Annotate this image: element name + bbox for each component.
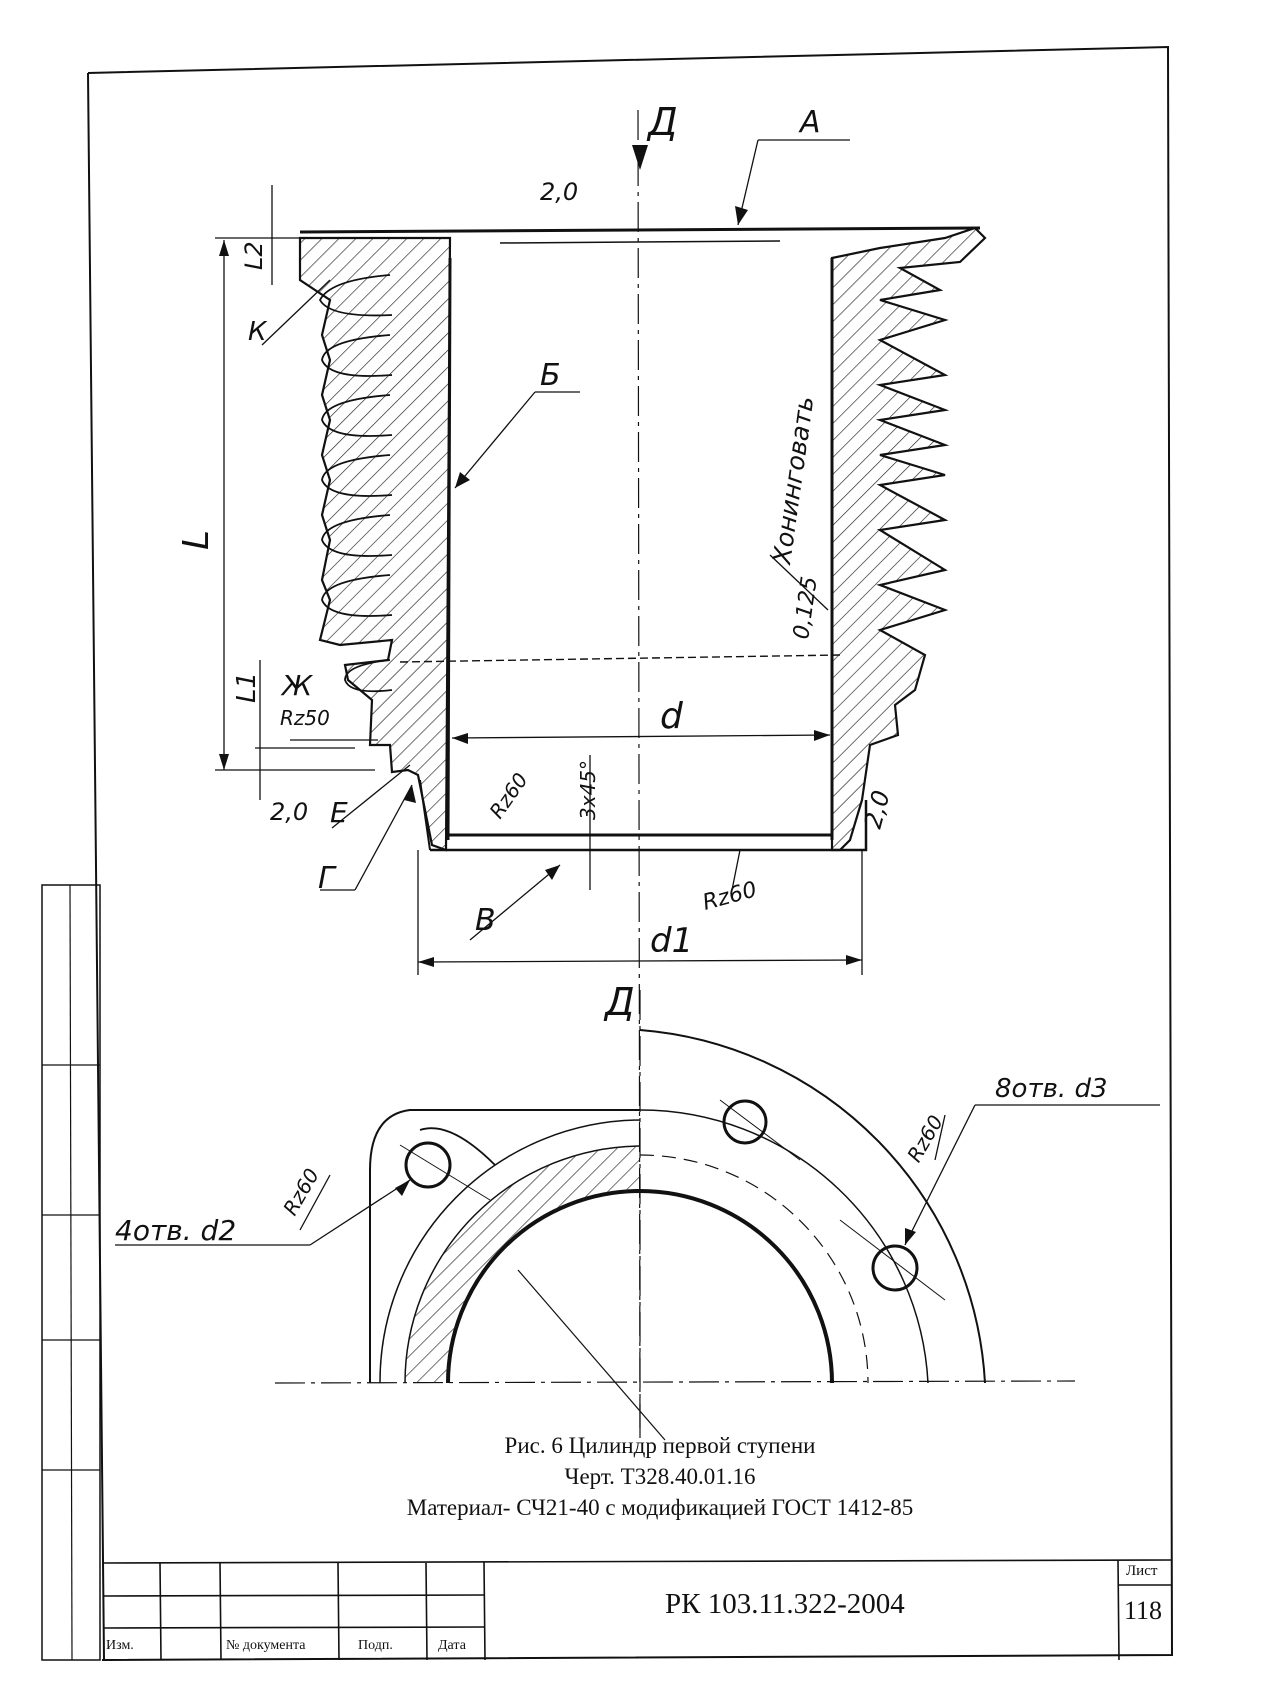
- caption-title: Рис. 6 Цилиндр первой ступени: [504, 1433, 816, 1458]
- label-v: В: [475, 903, 496, 938]
- label-roughness-left: 2,0: [270, 798, 308, 826]
- flange-view: [115, 1029, 1160, 1441]
- label-d: d: [660, 696, 684, 737]
- label-tolerance: 0,125: [789, 575, 823, 641]
- label-k: К: [248, 317, 268, 347]
- label-rz60-left-view: Rz60: [278, 1164, 324, 1219]
- doc-number: РК 103.11.322-2004: [665, 1588, 905, 1620]
- section-view: [215, 109, 1076, 1441]
- caption-drawing-number: Черт. Т328.40.01.16: [564, 1464, 756, 1489]
- label-section-top: Д: [646, 100, 678, 144]
- sheet-number: 118: [1124, 1596, 1163, 1625]
- figure-caption: Рис. 6 Цилиндр первой ступени Черт. Т328…: [300, 1430, 1020, 1523]
- label-l1: L1: [232, 672, 262, 703]
- caption-material: Материал- СЧ21-40 с модификацией ГОСТ 14…: [406, 1495, 914, 1520]
- label-chamfer: 3x45°: [576, 760, 600, 820]
- label-g: Г: [318, 861, 337, 896]
- left-wall-section: [298, 236, 452, 852]
- label-roughness-top: 2,0: [540, 178, 578, 206]
- label-rz60-bore: Rz60: [484, 768, 532, 823]
- label-section-bottom: Д: [603, 980, 635, 1024]
- col-date: Дата: [438, 1638, 466, 1653]
- label-holes-8: 8отв. d3: [995, 1074, 1108, 1104]
- title-block-lines: [103, 1559, 1173, 1661]
- drawing-labels: Д Д А Б В Г Е Ж К L L1 L2 d d1 Хонингова…: [115, 100, 1108, 1247]
- sheet-label: Лист: [1126, 1563, 1158, 1579]
- label-rz60-bottom: Rz60: [700, 877, 759, 915]
- label-l2: L2: [240, 241, 268, 270]
- sheet-frame: [41, 45, 1174, 1661]
- col-sign: Подп.: [358, 1638, 393, 1653]
- label-rz60-right-view: Rz60: [902, 1111, 948, 1166]
- label-e: Е: [330, 796, 348, 829]
- label-d1: d1: [650, 921, 693, 961]
- right-wall-section: [830, 226, 987, 852]
- label-honing: Хонинговать: [767, 394, 820, 568]
- label-roughness-right: 2,0: [859, 787, 896, 831]
- label-zh: Ж: [280, 669, 314, 702]
- label-b: Б: [540, 358, 561, 393]
- col-doc: № документа: [226, 1638, 306, 1653]
- label-rz50: Rz50: [280, 706, 330, 730]
- label-a: А: [798, 105, 821, 140]
- label-l: L: [176, 530, 217, 550]
- label-holes-4: 4отв. d2: [115, 1214, 236, 1247]
- col-izm: Изм.: [106, 1638, 134, 1653]
